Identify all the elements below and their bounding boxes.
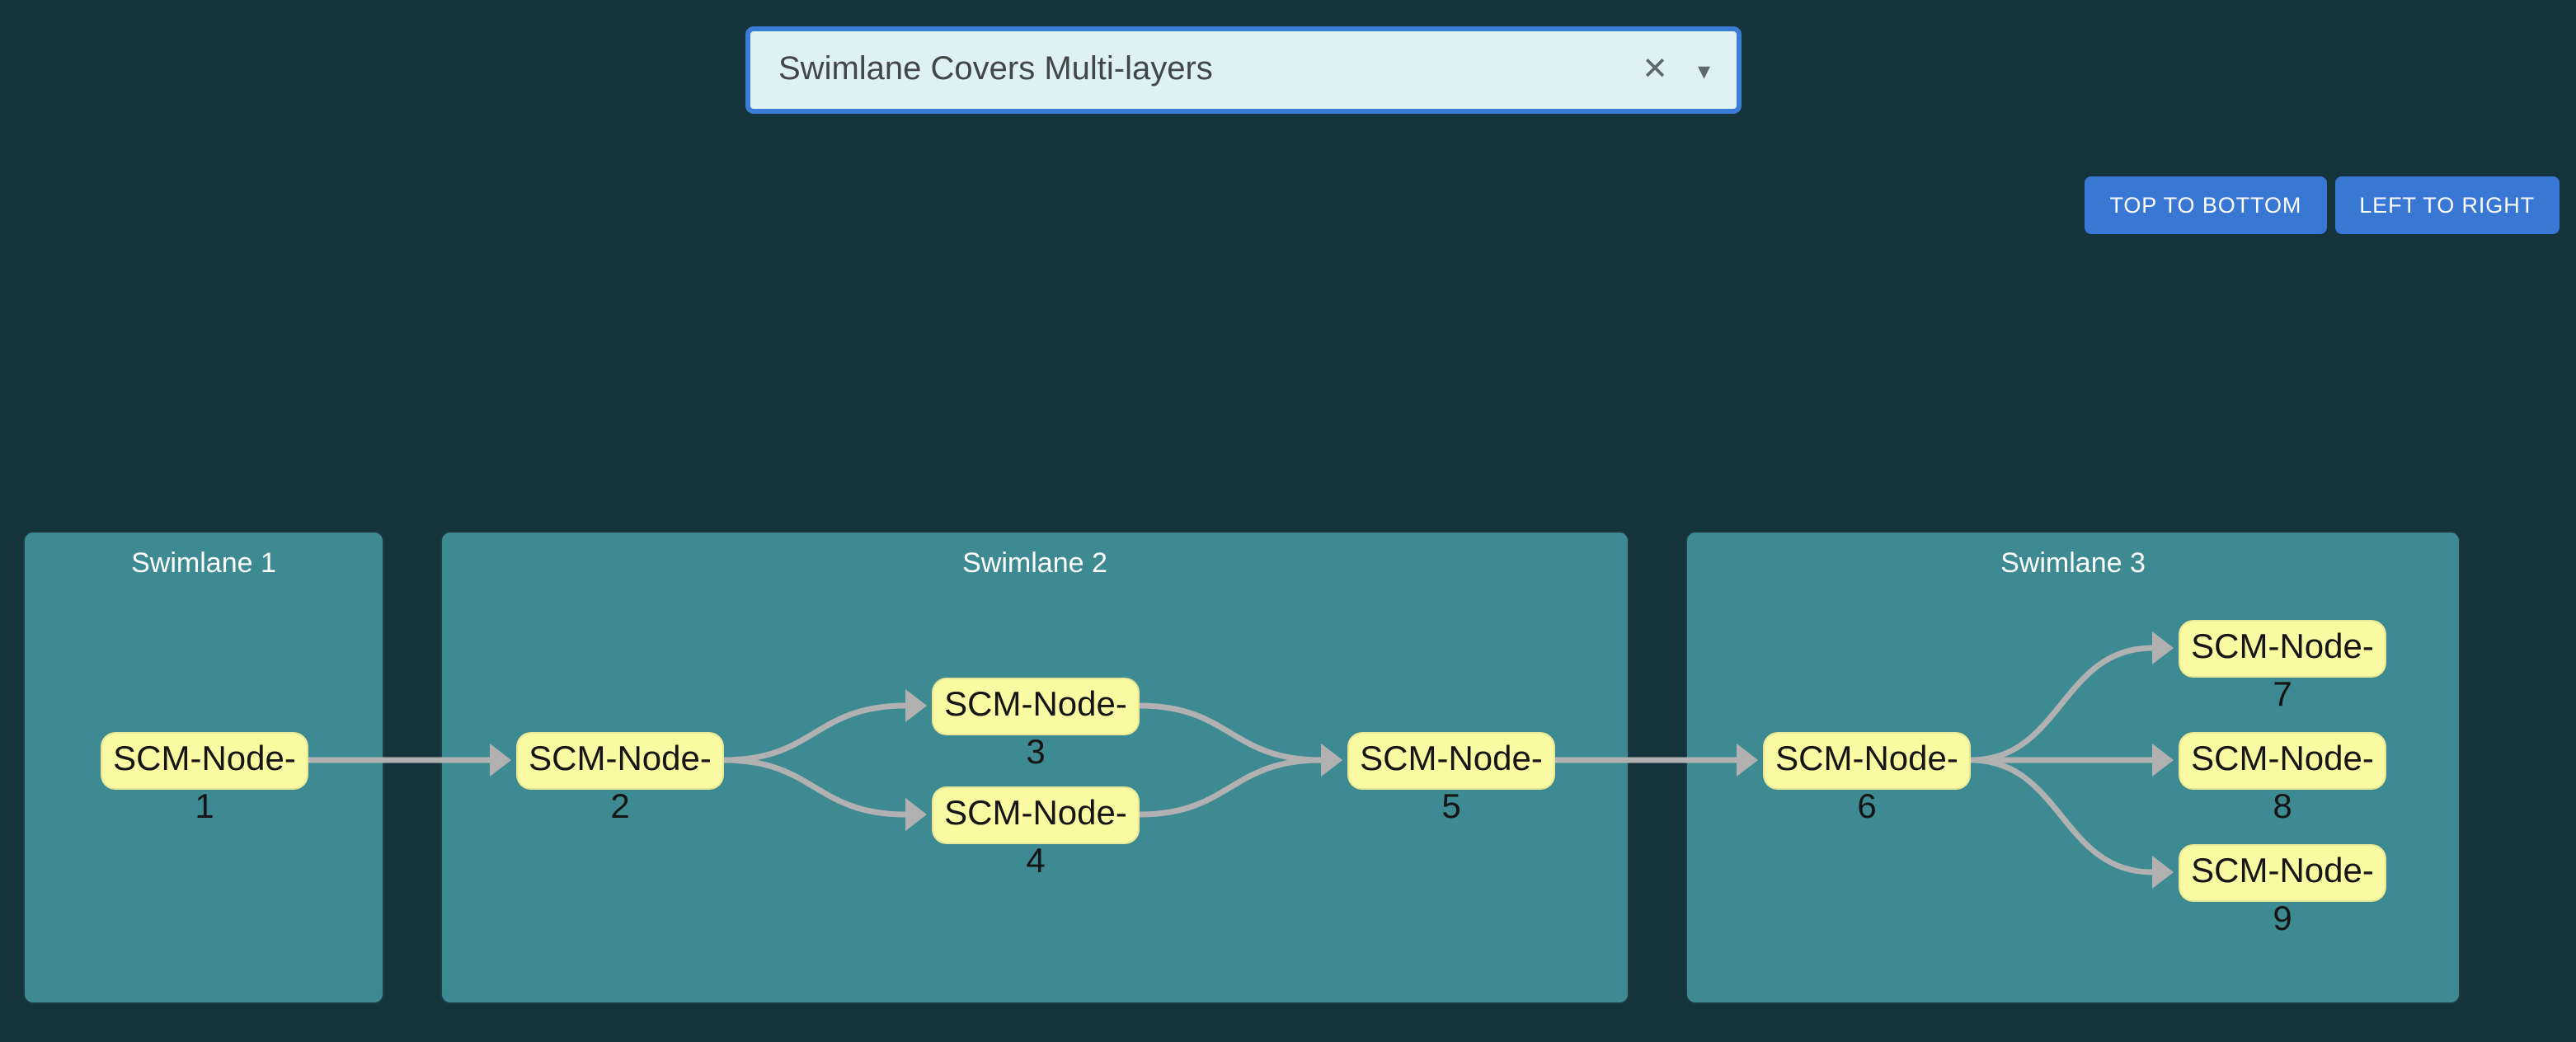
swimlane-title: Swimlane 3 bbox=[2000, 547, 2146, 579]
node-scm-node-2[interactable]: SCM-Node-2 bbox=[516, 731, 724, 825]
diagram-type-select[interactable]: Swimlane Covers Multi-layers ✕ ▾ bbox=[745, 26, 1742, 114]
node-scm-node-1[interactable]: SCM-Node-1 bbox=[101, 731, 308, 825]
node-number: 7 bbox=[2273, 675, 2292, 713]
node-number: 4 bbox=[1026, 842, 1046, 880]
chevron-down-icon[interactable]: ▾ bbox=[1697, 58, 1710, 86]
layout-button-group: TOP TO BOTTOM LEFT TO RIGHT bbox=[2085, 176, 2560, 234]
left-to-right-button[interactable]: LEFT TO RIGHT bbox=[2334, 176, 2560, 234]
node-scm-node-6[interactable]: SCM-Node-6 bbox=[1763, 731, 1971, 825]
node-label: SCM-Node- bbox=[1347, 731, 1555, 789]
node-label: SCM-Node- bbox=[2179, 619, 2386, 677]
swimlane-title: Swimlane 1 bbox=[131, 547, 276, 579]
node-scm-node-3[interactable]: SCM-Node-3 bbox=[932, 677, 1140, 771]
node-label: SCM-Node- bbox=[2179, 843, 2386, 901]
node-number: 1 bbox=[195, 787, 214, 825]
node-label: SCM-Node- bbox=[516, 731, 724, 789]
node-scm-node-8[interactable]: SCM-Node-8 bbox=[2179, 731, 2386, 825]
node-number: 9 bbox=[2273, 899, 2292, 937]
node-number: 3 bbox=[1026, 733, 1046, 771]
node-number: 5 bbox=[1441, 787, 1461, 825]
node-scm-node-9[interactable]: SCM-Node-9 bbox=[2179, 843, 2386, 937]
node-number: 8 bbox=[2273, 787, 2292, 825]
node-label: SCM-Node- bbox=[932, 677, 1140, 735]
swimlane-title: Swimlane 2 bbox=[962, 547, 1107, 579]
node-label: SCM-Node- bbox=[2179, 731, 2386, 789]
node-label: SCM-Node- bbox=[932, 786, 1140, 843]
node-number: 2 bbox=[610, 787, 630, 825]
diagram-type-select-value: Swimlane Covers Multi-layers bbox=[778, 51, 1213, 87]
node-scm-node-7[interactable]: SCM-Node-7 bbox=[2179, 619, 2386, 713]
top-to-bottom-button[interactable]: TOP TO BOTTOM bbox=[2085, 176, 2327, 234]
node-scm-node-4[interactable]: SCM-Node-4 bbox=[932, 786, 1140, 880]
node-scm-node-5[interactable]: SCM-Node-5 bbox=[1347, 731, 1555, 825]
node-label: SCM-Node- bbox=[101, 731, 308, 789]
clear-selection-icon[interactable]: ✕ bbox=[1642, 53, 1668, 87]
node-label: SCM-Node- bbox=[1763, 731, 1971, 789]
node-number: 6 bbox=[1857, 787, 1877, 825]
